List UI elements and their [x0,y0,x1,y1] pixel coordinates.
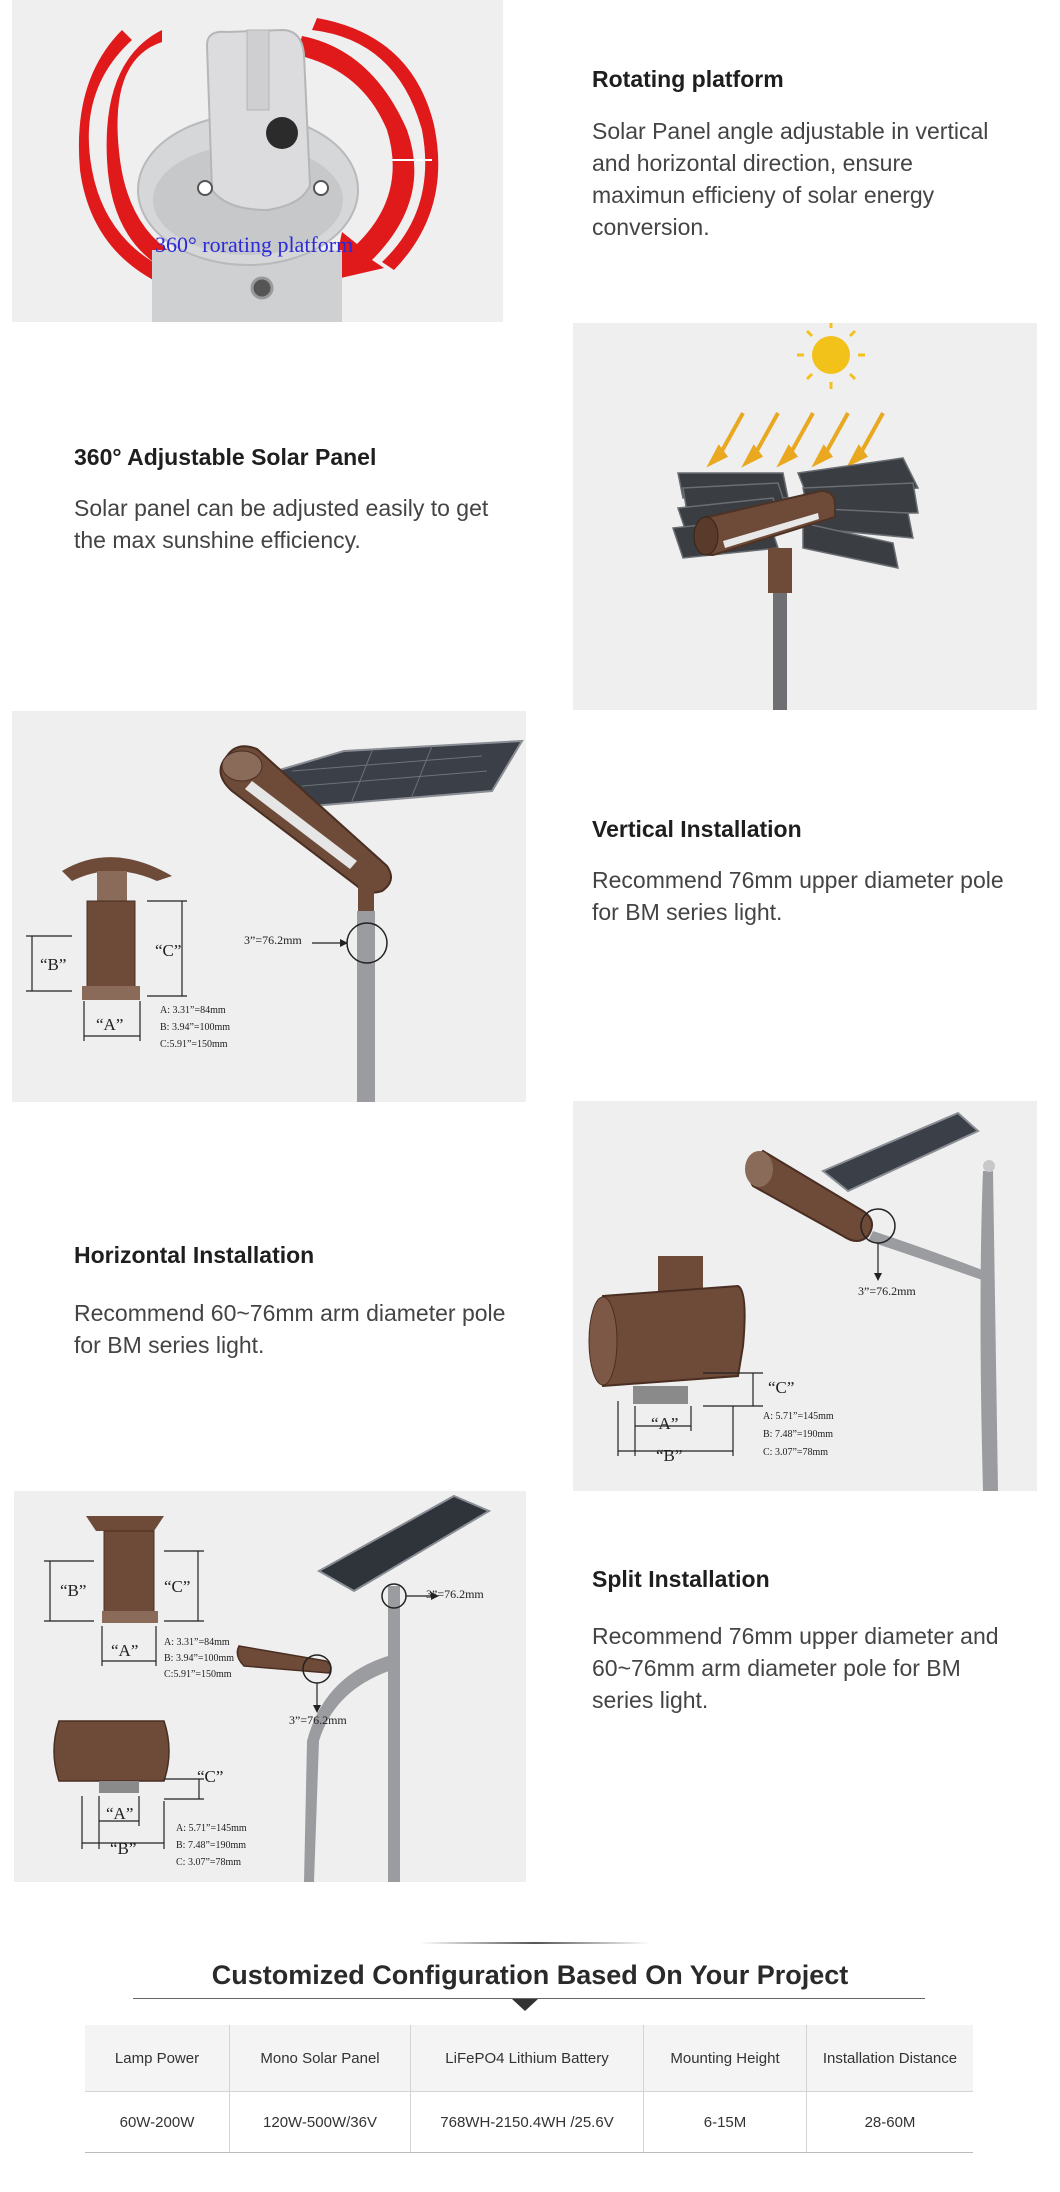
split-pole-label-arm: 3”=76.2mm [289,1713,347,1727]
value-lithium-battery: 768WH-2150.4WH /25.6V [410,2091,644,2153]
horizontal-installation-image: 3”=76.2mm “C” “A” “B” A: 5.71”=145mm B: … [573,1101,1037,1491]
header-installation-distance: Installation Distance [806,2025,973,2092]
sun-icon [797,323,865,389]
split-h-label-a: “A” [106,1804,134,1823]
vertical-installation-illustration [26,739,524,1102]
vertical-dim-a: A: 3.31”=84mm [160,1005,226,1016]
header-lamp-power: Lamp Power [85,2025,230,2092]
split-h-dim-a: A: 5.71”=145mm [176,1823,247,1834]
rotating-platform-image: 360° rorating platform [12,0,503,322]
horizontal-dim-b: B: 7.48”=190mm [763,1429,834,1440]
value-mounting-height: 6-15M [643,2091,807,2153]
config-section-title: Customized Configuration Based On Your P… [211,1960,849,1990]
vertical-dim-c: C:5.91”=150mm [160,1039,228,1050]
adjustable-panel-illustration [671,323,920,710]
feature-title-split-installation: Split Installation [592,1566,770,1592]
split-h-dim-c: C: 3.07”=78mm [176,1857,242,1868]
vertical-dim-b: B: 3.94”=100mm [160,1022,231,1033]
section-arrow-down-icon [512,1999,538,2011]
value-lamp-power: 60W-200W [85,2091,230,2153]
split-installation-image: 3”=76.2mm 3”=76.2mm “B” “C” “A” A: 3.31”… [14,1491,526,1882]
rotating-platform-illustration [78,18,439,322]
vertical-label-a: “A” [96,1015,124,1034]
config-table-value-row: 60W-200W 120W-500W/36V 768WH-2150.4WH /2… [85,2091,973,2153]
vertical-pole-label: 3”=76.2mm [244,933,302,947]
feature-desc-adjustable-panel: Solar panel can be adjusted easily to ge… [74,495,489,553]
feature-title-rotating-platform: Rotating platform [592,66,784,92]
feature-desc-horizontal-installation: Recommend 60~76mm arm diameter pole for … [74,1300,506,1358]
horizontal-installation-illustration [588,1111,998,1491]
feature-desc-split-installation: Recommend 76mm upper diameter and 60~76m… [592,1623,999,1713]
horizontal-dim-c: C: 3.07”=78mm [763,1447,829,1458]
feature-title-adjustable-panel: 360° Adjustable Solar Panel [74,444,377,470]
rotating-platform-caption: 360° rorating platform [155,232,354,257]
horizontal-label-a: “A” [651,1414,679,1433]
feature-title-horizontal-installation: Horizontal Installation [74,1242,315,1268]
split-v-dim-b: B: 3.94”=100mm [164,1653,235,1664]
vertical-label-c: “C” [155,941,182,960]
horizontal-label-b: “B” [656,1446,683,1465]
feature-desc-rotating-platform: Solar Panel angle adjustable in vertical… [592,118,989,240]
config-table: Lamp Power Mono Solar Panel LiFePO4 Lith… [85,2025,973,2153]
split-v-label-b: “B” [60,1581,87,1600]
split-v-label-a: “A” [111,1641,139,1660]
split-h-dim-b: B: 7.48”=190mm [176,1840,247,1851]
feature-title-vertical-installation: Vertical Installation [592,816,802,842]
horizontal-label-c: “C” [768,1378,795,1397]
split-installation-illustration [44,1494,492,1882]
split-h-label-b: “B” [110,1839,137,1858]
vertical-label-b: “B” [40,955,67,974]
horizontal-dim-a: A: 5.71”=145mm [763,1411,834,1422]
header-mounting-height: Mounting Height [643,2025,807,2092]
section-rule-bottom [133,1998,925,1999]
value-mono-solar-panel: 120W-500W/36V [229,2091,411,2153]
section-rule-top [420,1942,650,1944]
header-mono-solar-panel: Mono Solar Panel [229,2025,411,2092]
config-table-header-row: Lamp Power Mono Solar Panel LiFePO4 Lith… [85,2025,973,2092]
split-pole-label-top: 3”=76.2mm [426,1587,484,1601]
split-v-dim-c: C:5.91”=150mm [164,1669,232,1680]
split-v-dim-a: A: 3.31”=84mm [164,1637,230,1648]
split-h-label-c: “C” [197,1767,224,1786]
vertical-installation-image: 3”=76.2mm “B” “C” “A” A: 3.31”=84mm B: 3… [12,711,526,1102]
header-lithium-battery: LiFePO4 Lithium Battery [410,2025,644,2092]
horizontal-pole-label: 3”=76.2mm [858,1284,916,1298]
feature-desc-vertical-installation: Recommend 76mm upper diameter pole for B… [592,867,1004,925]
adjustable-panel-image [573,323,1037,710]
split-v-label-c: “C” [164,1577,191,1596]
value-installation-distance: 28-60M [806,2091,973,2153]
